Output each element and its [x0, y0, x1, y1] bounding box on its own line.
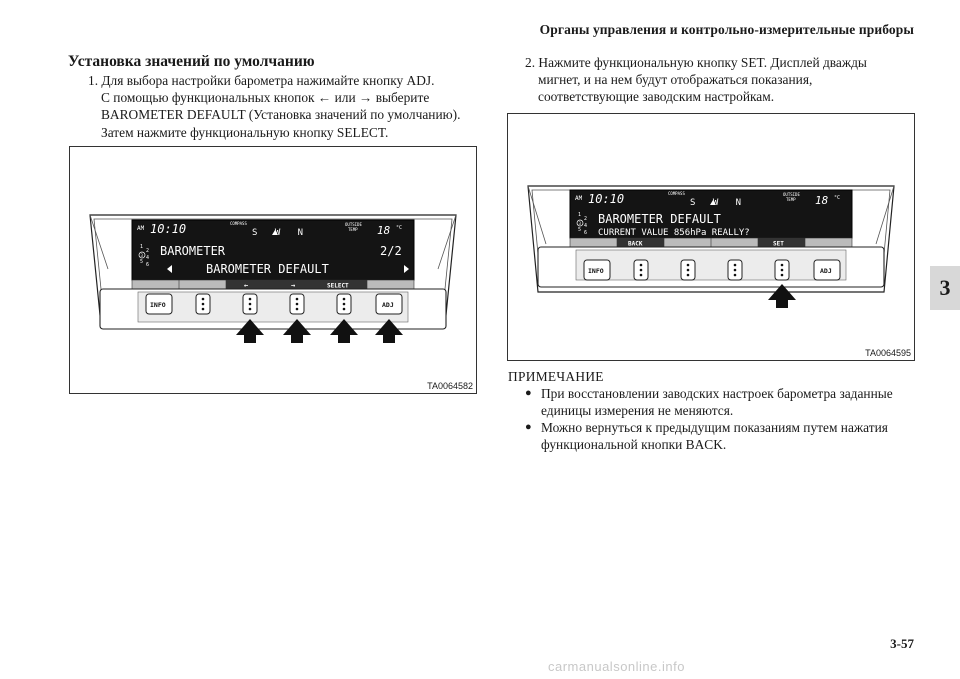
- temp-label: TEMP: [348, 227, 358, 232]
- step-line: Для выбора настройки барометра нажимайте…: [101, 73, 435, 88]
- step-1: 1. Для выбора настройки барометра нажима…: [88, 72, 508, 141]
- lcd-screen: [131, 219, 415, 281]
- adj-button[interactable]: [813, 259, 841, 281]
- level-indicator: 1 2 3 4 5 6: [576, 212, 587, 236]
- step-line: мигнет, и на нем будут отображаться пока…: [538, 72, 813, 88]
- step-line: соответствующие заводским настройкам.: [538, 89, 775, 105]
- note-line: единицы измерения не меняются.: [541, 403, 734, 418]
- compass-heading: S W N: [690, 198, 747, 208]
- svg-text:3: 3: [579, 221, 582, 226]
- step-line: Затем нажмите функциональную кнопку SELE…: [101, 124, 389, 140]
- svg-text:ADJ: ADJ: [382, 301, 394, 309]
- am-label: AM: [137, 225, 145, 232]
- function-button[interactable]: [727, 259, 743, 281]
- temp-unit: °C: [834, 195, 840, 201]
- temp-value: 18: [377, 224, 391, 237]
- soft-key-set: SET: [773, 241, 784, 248]
- bullet-icon: ●: [525, 387, 532, 399]
- page-number: 3-57: [890, 636, 914, 651]
- step-number: 2.: [525, 55, 536, 70]
- info-button[interactable]: [145, 293, 173, 315]
- note-item: ● При восстановлении заводских настроек …: [525, 385, 925, 419]
- temp-label: TEMP: [786, 197, 796, 202]
- running-header: Органы управления и контрольно-измерител…: [539, 22, 914, 37]
- display-panel-illustration: AM 10:10 COMPASS S W N OUTSIDE TEMP 18 °…: [89, 214, 457, 343]
- display-panel-illustration: AM 10:10 COMPASS S W N OUTSIDE TEMP 18 °…: [527, 185, 895, 308]
- soft-key-left: ←: [244, 282, 248, 290]
- svg-text:2: 2: [146, 248, 149, 254]
- figure-barometer-select: AM 10:10 COMPASS S W N OUTSIDE TEMP 18 °…: [69, 146, 477, 394]
- am-label: AM: [575, 195, 583, 202]
- function-button[interactable]: [242, 293, 258, 315]
- compass-label: COMPASS: [668, 191, 685, 196]
- note-item: ● Можно вернуться к предыдущим показания…: [525, 419, 925, 453]
- clock-display: 10:10: [150, 222, 186, 236]
- svg-text:INFO: INFO: [588, 267, 604, 275]
- menu-line-2: CURRENT VALUE 856hPa REALLY?: [598, 228, 750, 238]
- step-line: Нажмите функциональную кнопку SET. Диспл…: [538, 55, 867, 70]
- step-line: С помощью функциональных кнопок ← или → …: [101, 90, 430, 106]
- svg-text:6: 6: [146, 262, 149, 268]
- scroll-right-icon: [404, 265, 409, 273]
- figure-code: TA0064582: [427, 381, 473, 391]
- step-number: 1.: [88, 73, 99, 88]
- note-line: функциональной кнопки BACK.: [541, 437, 727, 452]
- svg-text:4: 4: [584, 223, 587, 229]
- step-2: 2. Нажмите функциональную кнопку SET. Ди…: [525, 54, 925, 106]
- function-button[interactable]: [633, 259, 649, 281]
- watermark: carmanualsonline.info: [548, 659, 685, 674]
- function-button[interactable]: [774, 259, 790, 281]
- outside-label: OUTSIDE: [345, 222, 362, 227]
- note-line: Можно вернуться к предыдущим показаниям …: [541, 420, 888, 435]
- temp-unit: °C: [396, 225, 402, 231]
- press-arrow-icon: [236, 319, 403, 343]
- function-button[interactable]: [336, 293, 352, 315]
- note-line: При восстановлении заводских настроек ба…: [541, 386, 893, 401]
- outside-label: OUTSIDE: [783, 192, 800, 197]
- menu-line-1: BAROMETER DEFAULT: [598, 212, 721, 226]
- menu-page: 2/2: [380, 244, 402, 258]
- svg-text:3: 3: [141, 253, 144, 258]
- figure-code: TA0064595: [865, 348, 911, 358]
- svg-text:5: 5: [578, 227, 581, 233]
- scroll-left-icon: [167, 265, 172, 273]
- svg-text:2: 2: [584, 216, 587, 222]
- soft-key-right: →: [291, 282, 295, 290]
- menu-line-2: BAROMETER DEFAULT: [206, 262, 329, 276]
- soft-key-back: BACK: [628, 241, 643, 248]
- compass-label: COMPASS: [230, 221, 247, 226]
- svg-text:1: 1: [140, 244, 143, 250]
- svg-text:4: 4: [146, 255, 149, 261]
- svg-text:6: 6: [584, 230, 587, 236]
- svg-text:INFO: INFO: [150, 301, 166, 309]
- bullet-icon: ●: [525, 421, 532, 433]
- level-indicator: 1 2 3 4 5 6: [138, 244, 149, 268]
- chapter-tab: 3: [930, 266, 960, 310]
- press-arrow-icon: [768, 284, 796, 308]
- step-line: BAROMETER DEFAULT (Установка значений по…: [101, 107, 461, 123]
- function-button[interactable]: [680, 259, 696, 281]
- clock-display: 10:10: [588, 192, 624, 206]
- info-button[interactable]: [583, 259, 611, 281]
- svg-text:ADJ: ADJ: [820, 267, 832, 275]
- svg-text:5: 5: [140, 259, 143, 265]
- section-title: Установка значений по умолчанию: [68, 53, 315, 70]
- function-button[interactable]: [289, 293, 305, 315]
- figure-barometer-set: AM 10:10 COMPASS S W N OUTSIDE TEMP 18 °…: [507, 113, 915, 361]
- menu-line-1: BAROMETER: [160, 244, 226, 258]
- compass-heading: S W N: [252, 228, 309, 238]
- function-button[interactable]: [195, 293, 211, 315]
- soft-key-select: SELECT: [327, 283, 349, 290]
- note-heading: ПРИМЕЧАНИЕ: [508, 369, 604, 384]
- adj-button[interactable]: [375, 293, 403, 315]
- svg-text:1: 1: [578, 212, 581, 218]
- temp-value: 18: [815, 194, 829, 207]
